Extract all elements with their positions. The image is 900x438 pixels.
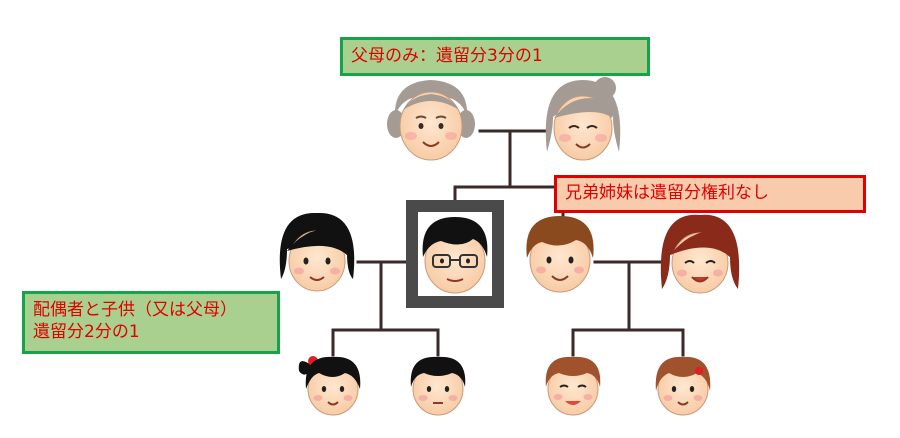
girl-icon (298, 356, 361, 416)
woman-black-hair-icon (279, 212, 355, 292)
elderly-man-icon (387, 80, 475, 161)
spouse-children-share-line2: 遺留分2分の1 (33, 322, 140, 342)
man-with-glasses-icon (422, 217, 488, 294)
elderly-woman-icon (545, 77, 621, 161)
deceased-portrait (406, 200, 504, 308)
parents-share-text: 父母のみ：遺留分3分の1 (351, 46, 543, 66)
woman-auburn-hair-icon (660, 214, 740, 294)
spouse-children-share-line1: 配偶者と子供（又は父母） (33, 300, 237, 320)
man-brown-hair-icon (526, 216, 594, 293)
parents-share-label: 父母のみ：遺留分3分の1 (340, 37, 650, 76)
connector-lines (331, 129, 685, 357)
girl-brown-hair-icon (655, 356, 711, 416)
boy-brown-hair-icon (545, 356, 601, 416)
boy-icon (410, 356, 466, 416)
siblings-no-right-label: 兄弟姉妹は遺留分権利なし (554, 175, 866, 213)
spouse-children-share-label: 配偶者と子供（又は父母） 遺留分2分の1 (22, 291, 280, 354)
siblings-no-right-text: 兄弟姉妹は遺留分権利なし (565, 183, 769, 203)
